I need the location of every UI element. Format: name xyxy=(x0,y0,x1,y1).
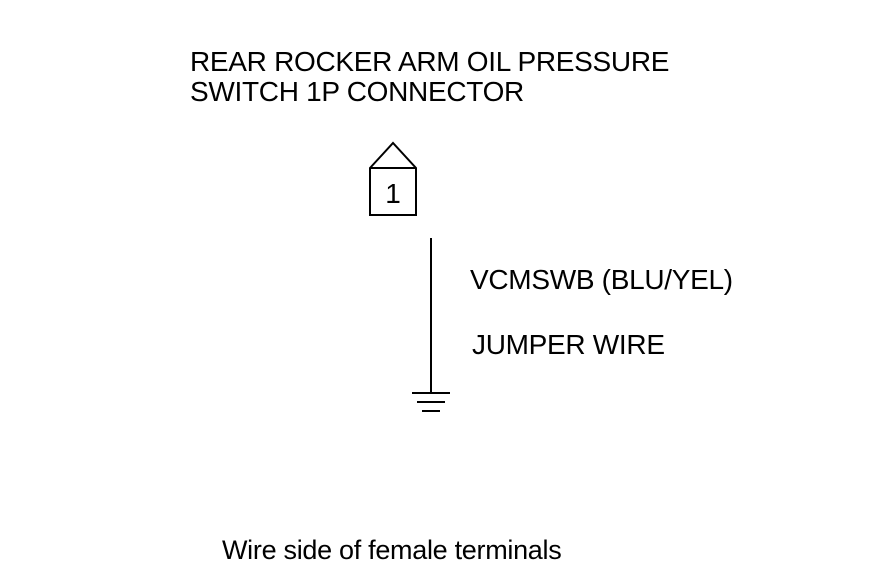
connector-title-line-1: REAR ROCKER ARM OIL PRESSURE xyxy=(190,46,670,77)
connector-housing xyxy=(369,141,417,216)
ground-symbol-icon xyxy=(412,392,450,412)
jumper-wire-label: JUMPER WIRE xyxy=(472,329,665,360)
connector-title-line-2: SWITCH 1P CONNECTOR xyxy=(190,76,524,107)
connector-1p: 1 xyxy=(369,141,417,216)
wire-color-label: VCMSWB (BLU/YEL) xyxy=(470,264,733,295)
view-caption: Wire side of female terminals xyxy=(222,535,562,565)
terminal-number: 1 xyxy=(385,178,401,209)
